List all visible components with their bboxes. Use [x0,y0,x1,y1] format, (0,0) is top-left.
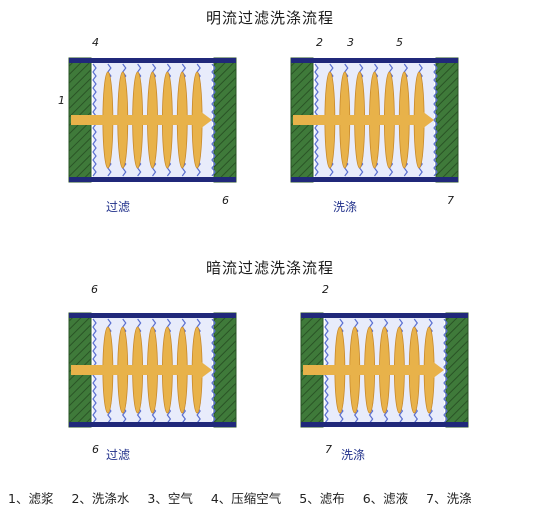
frame-bar-top [69,58,236,63]
filter-press-open-filtration [68,57,237,183]
legend-item-filtrate: 6、滤液 [362,491,409,506]
callout-6-top: 6 [91,283,98,296]
callout-1: 1 [58,94,65,107]
legend-item-filter-cloth: 5、滤布 [299,491,345,506]
callout-2-dark: 2 [322,283,329,296]
feed-channel [303,365,434,375]
feed-arrow [200,111,212,129]
callout-3: 3 [347,36,354,49]
legend-item-air: 3、空气 [147,491,193,506]
legend-item-compressed-air: 4、压缩空气 [210,491,282,506]
callout-2: 2 [316,36,323,49]
end-plate-right [435,57,459,183]
caption-filtration-open: 过滤 [106,200,131,214]
end-plate-right [213,57,237,183]
legend: 1、滤浆 2、洗涤水 3、空气 4、压缩空气 5、滤布 6、滤液 7、洗涤 [8,488,472,507]
caption-filtration-dark: 过滤 [106,448,131,462]
filter-press-dark-filtration [68,312,237,428]
legend-item-slurry: 1、滤浆 [8,491,54,506]
feed-arrow [422,111,434,129]
callout-7-dark: 7 [325,443,332,456]
frame-bar-top [301,313,468,318]
legend-item-washing: 7、洗涤 [426,491,472,506]
frame-bar-bottom [291,177,458,182]
legend-item-wash-water: 2、洗涤水 [71,491,130,506]
feed-channel [71,115,202,125]
callout-4: 4 [92,36,99,49]
dark-flow-title: 暗流过滤洗涤流程 [205,259,335,277]
callout-5: 5 [396,36,403,49]
filter-press-dark-washing [300,312,469,428]
callout-7: 7 [447,194,454,207]
frame-bar-top [291,58,458,63]
feed-channel [293,115,424,125]
callout-6-bottom: 6 [92,443,99,456]
filter-press-open-washing [290,57,459,183]
filter-cloth [211,318,216,424]
feed-arrow [432,361,444,379]
caption-washing-dark: 洗涤 [341,448,366,462]
filter-cloth [443,318,448,424]
end-plate-right [445,312,469,428]
feed-channel [71,365,202,375]
frame-bar-top [69,313,236,318]
open-flow-title: 明流过滤洗涤流程 [205,9,335,27]
frame-bar-bottom [69,177,236,182]
end-plate-right [213,312,237,428]
callout-6: 6 [222,194,229,207]
feed-arrow [200,361,212,379]
frame-bar-bottom [301,422,468,427]
caption-washing-open: 洗涤 [333,200,358,214]
frame-bar-bottom [69,422,236,427]
